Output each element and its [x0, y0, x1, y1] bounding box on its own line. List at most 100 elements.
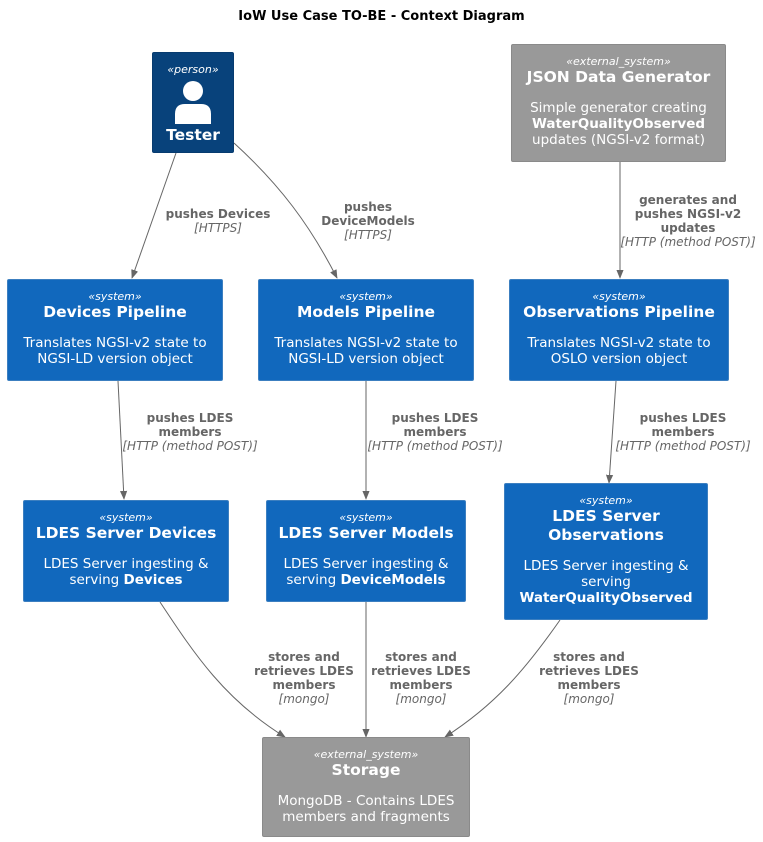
models-pipeline-name: Models Pipeline: [296, 303, 436, 321]
label-ldesobs-storage: stores and retrieves LDES members [mongo…: [528, 650, 650, 706]
ldes-observations-desc-1: LDES Server ingesting &: [523, 558, 689, 574]
storage-name: Storage: [331, 761, 401, 779]
label-generator-text-2: pushes NGSI-v2: [634, 207, 742, 221]
models-pipeline-desc-1: Translates NGSI-v2 state to: [274, 335, 458, 351]
label-ldesdev-text-2: retrieves LDES: [254, 664, 354, 678]
observations-pipeline-name: Observations Pipeline: [523, 303, 715, 321]
label-ldesdev-text-1: stores and: [268, 650, 340, 664]
edge-tester-devices: [131, 152, 177, 279]
label-ldesobs-text-3: members: [557, 678, 621, 692]
ldes-devices-name: LDES Server Devices: [35, 524, 217, 542]
devices-pipeline[interactable]: «system» Devices Pipeline Translates NGS…: [7, 279, 223, 381]
observations-pipeline[interactable]: «system» Observations Pipeline Translate…: [509, 279, 729, 381]
devices-pipeline-name: Devices Pipeline: [43, 303, 187, 321]
label-ldesmod-text-3: members: [389, 678, 453, 692]
ldes-observations-description: LDES Server ingesting & serving WaterQua…: [505, 558, 707, 606]
label-tester-devices: pushes Devices [HTTPS]: [150, 207, 286, 235]
ldes-models-description: LDES Server ingesting & serving DeviceMo…: [267, 556, 465, 588]
observations-pipeline-description: Translates NGSI-v2 state to OSLO version…: [510, 335, 728, 367]
edge-tester-models: [233, 142, 338, 279]
ldes-observations-name-1: LDES Server: [552, 507, 660, 525]
ldes-server-devices[interactable]: «system» LDES Server Devices LDES Server…: [23, 500, 229, 602]
storage-description: MongoDB - Contains LDES members and frag…: [263, 793, 469, 825]
edge-ldesdev-storage: [159, 601, 286, 738]
observations-pipeline-desc-1: Translates NGSI-v2 state to: [527, 335, 711, 351]
label-generator-observations: generates and pushes NGSI-v2 updates [HT…: [612, 193, 763, 249]
label-ldesdev-text-3: members: [272, 678, 336, 692]
label-devpipe-text-1: pushes LDES: [146, 411, 234, 425]
label-modpipe-text-1: pushes LDES: [391, 411, 479, 425]
ldes-server-models[interactable]: «system» LDES Server Models LDES Server …: [266, 500, 466, 602]
label-modpipe-text-2: members: [403, 425, 467, 439]
models-pipeline-desc-2: NGSI-LD version object: [288, 351, 444, 367]
observations-pipeline-stereotype: «system»: [592, 290, 646, 303]
label-obspipe-ldes: pushes LDES members [HTTP (method POST)]: [605, 411, 761, 453]
ldes-devices-stereotype: «system»: [99, 511, 153, 524]
label-ldesmod-text-1: stores and: [385, 650, 457, 664]
generator-desc-bold: WaterQualityObserved: [531, 116, 706, 132]
models-pipeline-description: Translates NGSI-v2 state to NGSI-LD vers…: [259, 335, 473, 367]
ldes-models-name: LDES Server Models: [278, 524, 454, 542]
label-obspipe-proto: [HTTP (method POST)]: [615, 439, 751, 453]
models-pipeline-stereotype: «system»: [339, 290, 393, 303]
label-tester-devices-proto: [HTTPS]: [194, 221, 242, 235]
tester-person[interactable]: «person» Tester: [152, 52, 234, 153]
generator-desc-line1: Simple generator creating: [530, 100, 707, 116]
label-modpipe-ldes: pushes LDES members [HTTP (method POST)]: [357, 411, 513, 453]
label-devpipe-proto: [HTTP (method POST)]: [122, 439, 258, 453]
json-data-generator[interactable]: «external_system» JSON Data Generator Si…: [511, 44, 726, 162]
storage-system[interactable]: «external_system» Storage MongoDB - Cont…: [262, 737, 470, 837]
person-icon: [175, 81, 211, 124]
ldes-observations-desc-bold: WaterQualityObserved: [519, 590, 693, 606]
label-obspipe-text-2: members: [651, 425, 715, 439]
models-pipeline[interactable]: «system» Models Pipeline Translates NGSI…: [258, 279, 474, 381]
label-tester-models-text-1: pushes: [343, 200, 393, 214]
ldes-observations-desc-2: serving: [581, 574, 631, 590]
label-tester-models-text-2: DeviceModels: [321, 214, 415, 228]
generator-description: Simple generator creating WaterQualityOb…: [512, 100, 725, 148]
devices-pipeline-desc-1: Translates NGSI-v2 state to: [23, 335, 207, 351]
label-ldesmod-storage: stores and retrieves LDES members [mongo…: [360, 650, 482, 706]
ldes-devices-desc-2: serving: [69, 572, 120, 588]
label-modpipe-proto: [HTTP (method POST)]: [367, 439, 503, 453]
label-ldesmod-text-2: retrieves LDES: [371, 664, 471, 678]
diagram-title: IoW Use Case TO-BE - Context Diagram: [238, 9, 525, 24]
label-tester-models-proto: [HTTPS]: [344, 228, 392, 242]
generator-name: JSON Data Generator: [526, 68, 711, 86]
storage-stereotype: «external_system»: [313, 748, 419, 761]
label-ldesobs-text-2: retrieves LDES: [539, 664, 639, 678]
ldes-devices-description: LDES Server ingesting & serving Devices: [24, 556, 228, 588]
storage-desc-2: members and fragments: [282, 809, 450, 825]
ldes-observations-stereotype: «system»: [579, 494, 633, 507]
observations-pipeline-desc-2: OSLO version object: [550, 351, 688, 367]
label-generator-proto: [HTTP (method POST)]: [620, 235, 756, 249]
label-generator-text-1: generates and: [639, 193, 737, 207]
ldes-observations-name-2: Observations: [548, 526, 664, 544]
tester-stereotype: «person»: [167, 63, 219, 76]
storage-desc-1: MongoDB - Contains LDES: [277, 793, 455, 809]
edge-ldesobs-storage: [444, 619, 561, 738]
label-devpipe-text-2: members: [158, 425, 222, 439]
label-ldesdev-proto: [mongo]: [278, 692, 330, 706]
label-tester-devices-text: pushes Devices: [165, 207, 271, 221]
ldes-models-desc-2: serving: [286, 572, 337, 588]
ldes-devices-desc-1: LDES Server ingesting &: [43, 556, 209, 572]
label-generator-text-3: updates: [660, 221, 716, 235]
edge-devpipe-ldes: [117, 380, 128, 500]
tester-name: Tester: [166, 126, 220, 144]
label-ldesobs-text-1: stores and: [553, 650, 625, 664]
label-obspipe-text-1: pushes LDES: [639, 411, 727, 425]
label-ldesdev-storage: stores and retrieves LDES members [mongo…: [243, 650, 365, 706]
label-tester-models: pushes DeviceModels [HTTPS]: [304, 200, 432, 242]
generator-desc-line3: updates (NGSI-v2 format): [532, 132, 705, 148]
label-ldesobs-proto: [mongo]: [563, 692, 615, 706]
ldes-models-desc-1: LDES Server ingesting &: [283, 556, 449, 572]
ldes-server-observations[interactable]: «system» LDES Server Observations LDES S…: [504, 483, 708, 620]
label-devpipe-ldes: pushes LDES members [HTTP (method POST)]: [112, 411, 268, 453]
ldes-devices-desc-bold: Devices: [123, 572, 183, 588]
edge-obspipe-ldes: [605, 380, 617, 484]
label-ldesmod-proto: [mongo]: [395, 692, 447, 706]
ldes-models-desc-bold: DeviceModels: [340, 572, 446, 588]
devices-pipeline-stereotype: «system»: [88, 290, 142, 303]
